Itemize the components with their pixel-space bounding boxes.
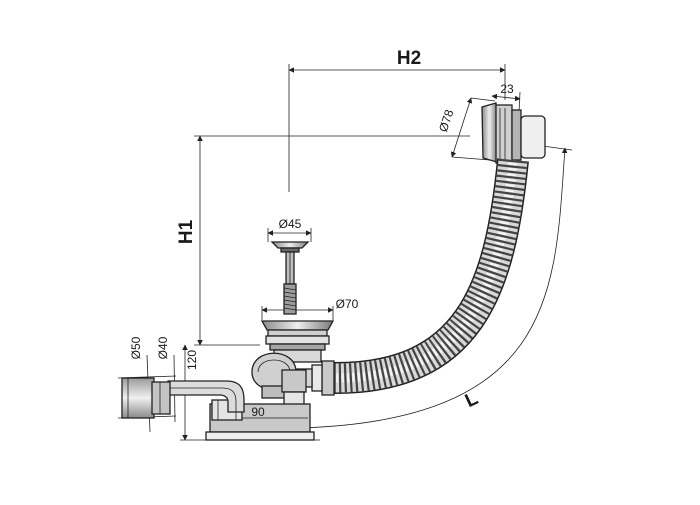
label-d70: Ø70 — [336, 297, 359, 311]
label-d78: Ø78 — [436, 108, 456, 134]
drain-body — [205, 320, 335, 441]
label-d40: Ø40 — [156, 336, 170, 359]
overflow-head — [481, 102, 546, 164]
label-d50: Ø50 — [129, 336, 143, 359]
overflow-hose — [329, 158, 529, 395]
label-h120: 120 — [185, 350, 199, 370]
label-l: L — [462, 388, 482, 412]
label-h2: H2 — [397, 48, 421, 69]
label-w90: 90 — [251, 405, 265, 419]
label-d45: Ø45 — [279, 217, 302, 231]
outlet-elbow — [167, 380, 245, 413]
spring-coil — [283, 283, 297, 315]
outlet-pipe — [121, 377, 171, 419]
label-w23: 23 — [500, 82, 514, 96]
plug-assembly — [270, 241, 310, 315]
label-h1: H1 — [176, 219, 197, 244]
dimension-labels: H2 H1 L Ø78 23 Ø45 Ø70 Ø50 Ø40 120 90 — [129, 48, 514, 419]
